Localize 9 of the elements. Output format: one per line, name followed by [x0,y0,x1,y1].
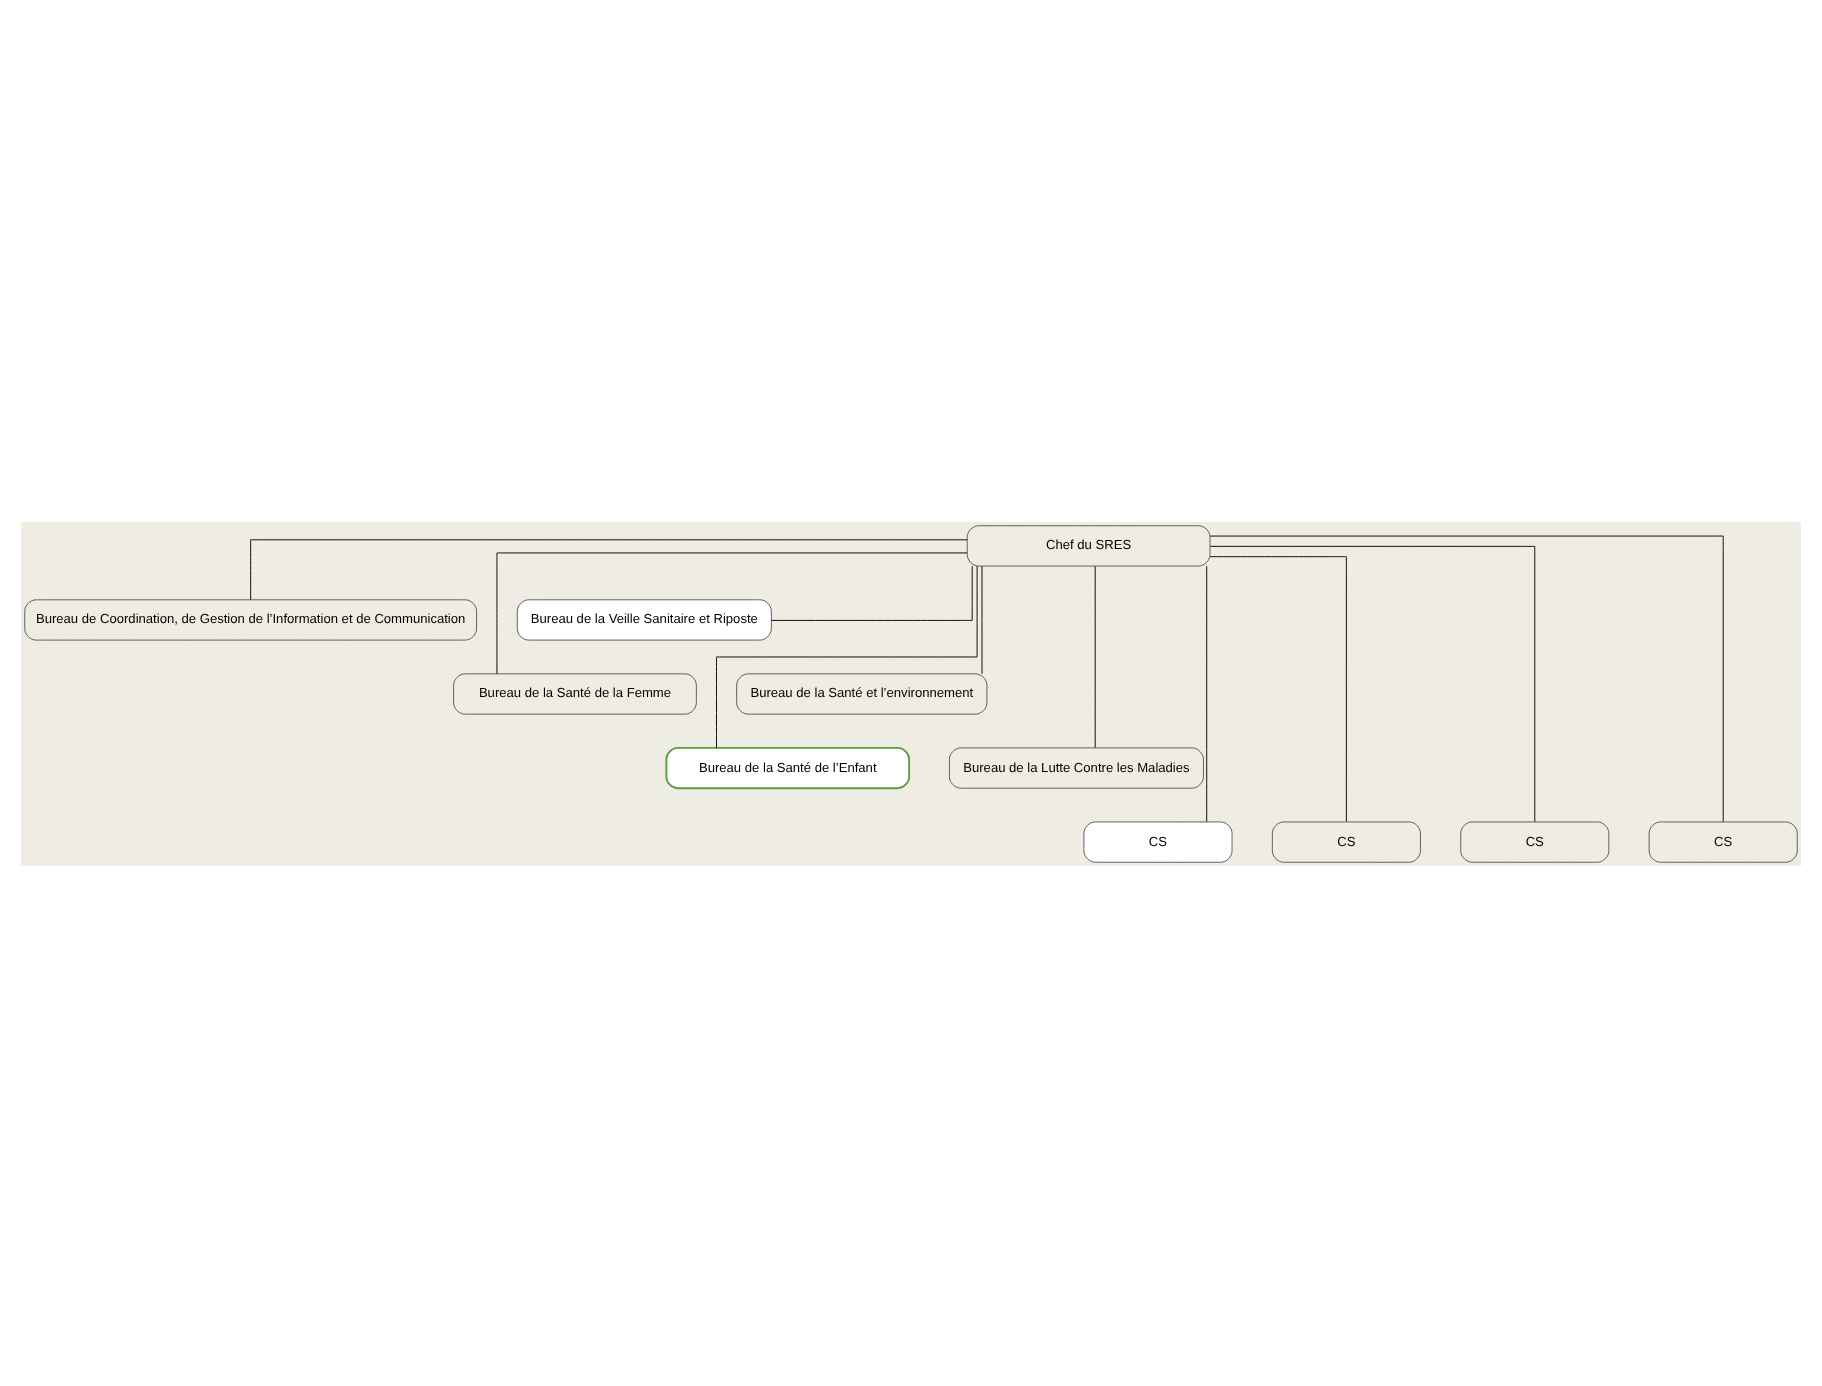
connector [1094,564,1096,748]
connector [1209,534,1724,822]
connector [496,551,968,674]
connector [771,564,973,620]
connector [716,564,978,748]
connector [250,538,968,600]
connector [1206,564,1208,822]
connector [1209,555,1347,822]
connector [1209,544,1536,822]
